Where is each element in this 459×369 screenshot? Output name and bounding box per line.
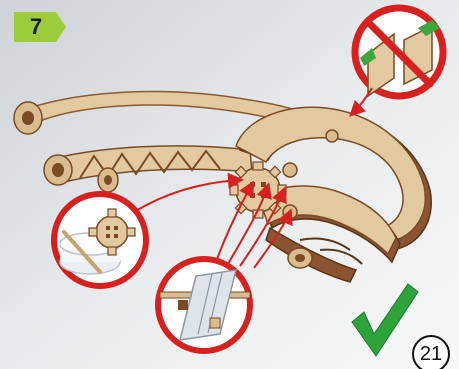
- craft-knife-detail-icon: [158, 259, 250, 351]
- step-number: 7: [14, 12, 58, 42]
- page-number: 21: [409, 341, 453, 367]
- step-badge: 7: [14, 12, 72, 42]
- no-glue-icon: [355, 8, 443, 96]
- gear-peg-detail-icon: [54, 194, 146, 286]
